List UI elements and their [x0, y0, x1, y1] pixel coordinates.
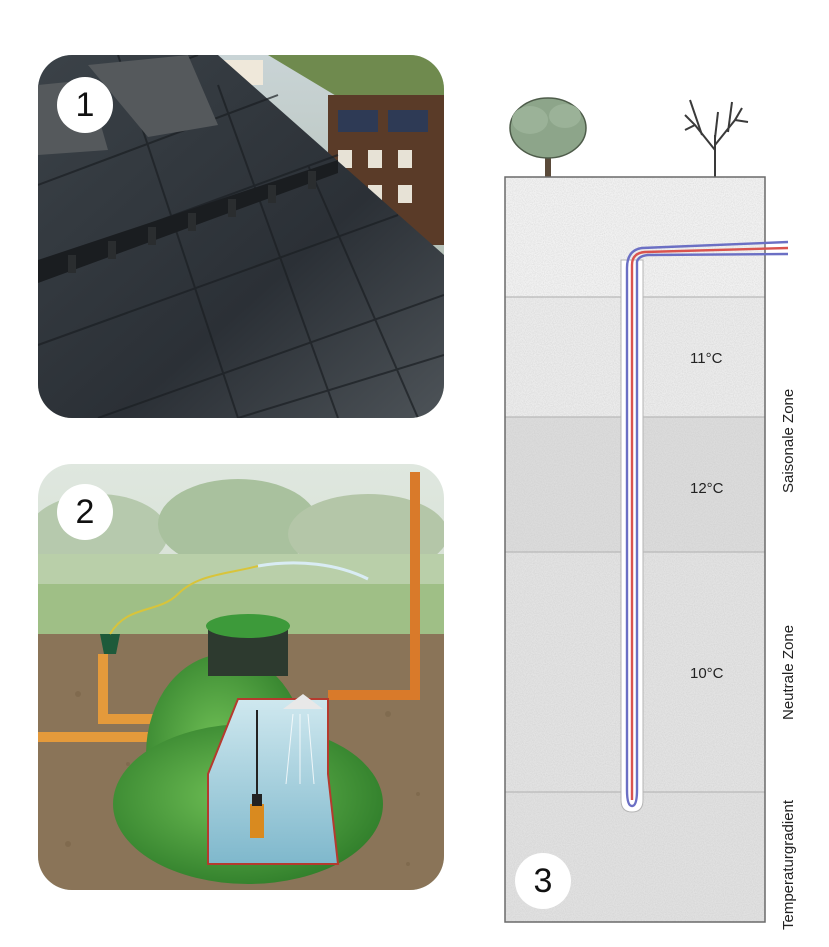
panel-number-1: 1: [57, 77, 113, 133]
temperature-label-seasonal: 11°C: [690, 350, 723, 367]
panel-number-3: 3: [515, 853, 571, 909]
geothermal-probe-diagram: 11°C 12°C 10°C Saisonale Zone Neutrale Z…: [504, 97, 797, 930]
bare-tree-icon: [684, 99, 749, 177]
zone-label-gradient: Temperaturgradient: [780, 799, 797, 930]
zone-label-neutral: Neutrale Zone: [780, 625, 797, 720]
rainwater-tank-image: [38, 464, 444, 890]
leafy-tree-icon: [509, 97, 587, 177]
rainwater-tank-illustration: [38, 464, 444, 890]
probe-pipes: [625, 240, 789, 808]
temperature-label-upper-neutral: 12°C: [690, 480, 724, 497]
temperature-label-neutral: 10°C: [690, 665, 724, 682]
panel-number-2: 2: [57, 484, 113, 540]
zone-label-seasonal: Saisonale Zone: [780, 389, 797, 493]
